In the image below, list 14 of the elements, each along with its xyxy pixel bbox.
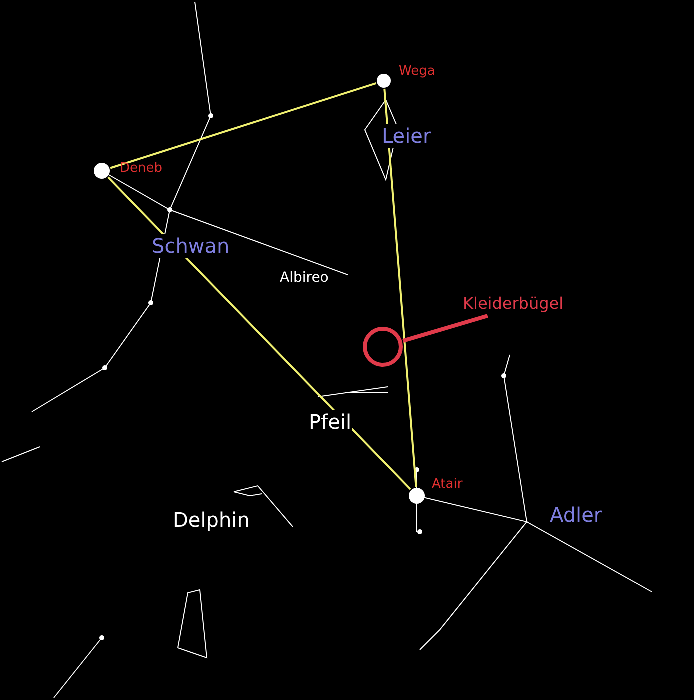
leader-line xyxy=(402,314,488,343)
constellation-name: Schwan xyxy=(152,234,230,258)
connecting-line xyxy=(110,82,377,170)
constellation-name: Leier xyxy=(382,124,432,148)
star-dot xyxy=(409,488,425,504)
star-dot xyxy=(94,163,110,179)
star-name: Deneb xyxy=(120,161,162,176)
callout-text: Kleiderbügel xyxy=(463,294,564,313)
star-name: Atair xyxy=(432,477,463,492)
star-name: Wega xyxy=(399,64,436,79)
connecting-line xyxy=(108,176,412,490)
connecting-line xyxy=(384,88,418,488)
marker-circle xyxy=(363,327,403,367)
star-dot xyxy=(377,74,391,88)
